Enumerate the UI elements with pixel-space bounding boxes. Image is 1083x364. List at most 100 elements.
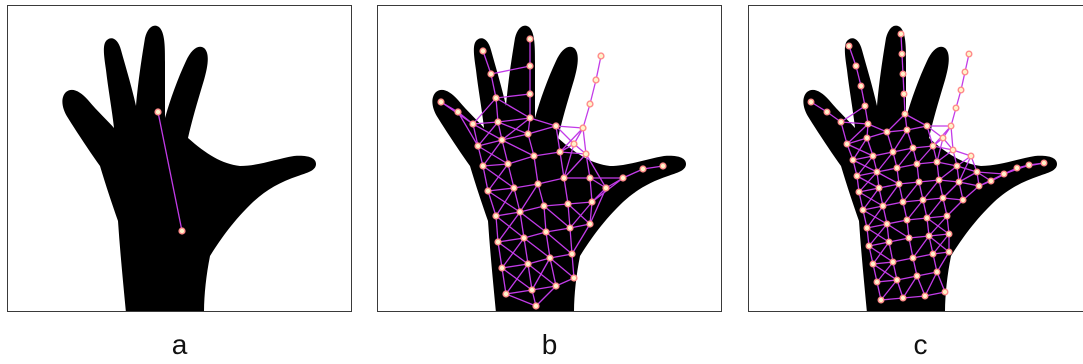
mesh-node xyxy=(910,145,916,151)
mesh-edge xyxy=(938,165,958,181)
mesh-node xyxy=(988,178,994,184)
mesh-node xyxy=(503,291,509,297)
mesh-node xyxy=(953,105,959,111)
mesh-node xyxy=(557,149,563,155)
mesh-edge xyxy=(555,125,561,153)
mesh-edge xyxy=(495,93,531,99)
mesh-node xyxy=(890,259,896,265)
mesh-edge xyxy=(932,233,950,255)
mesh-node xyxy=(838,119,844,125)
mesh-node xyxy=(900,295,906,301)
mesh-node xyxy=(930,143,936,149)
mesh-node xyxy=(934,269,940,275)
mesh-edge xyxy=(482,139,503,167)
mesh-node xyxy=(900,71,906,77)
mesh-edge xyxy=(569,201,593,229)
mesh-node xyxy=(874,169,880,175)
mesh-edge xyxy=(848,45,857,67)
mesh-node xyxy=(862,103,868,109)
mesh-edge xyxy=(916,275,926,297)
mesh-node xyxy=(1026,162,1032,168)
mesh-edge xyxy=(545,231,551,259)
panel-b xyxy=(377,5,722,312)
graph-nodes xyxy=(807,30,1048,304)
mesh-edge xyxy=(523,237,551,259)
mesh-edge xyxy=(950,125,954,151)
mesh-edge xyxy=(472,123,479,147)
mesh-edge xyxy=(622,168,644,179)
mesh-edge xyxy=(846,123,869,145)
mesh-node xyxy=(529,287,535,293)
mesh-node xyxy=(527,36,533,42)
mesh-edge xyxy=(571,223,591,255)
mesh-edge xyxy=(497,211,521,243)
mesh-node xyxy=(880,203,886,209)
mesh-edge xyxy=(501,139,509,165)
mesh-node xyxy=(488,71,494,77)
mesh-edge xyxy=(852,137,868,161)
mesh-edge xyxy=(495,97,499,123)
mesh-edge xyxy=(495,211,521,217)
mesh-edge xyxy=(523,237,529,265)
mesh-node xyxy=(587,101,593,107)
mesh-edge xyxy=(555,125,584,129)
graph-nodes xyxy=(154,108,186,235)
mesh-edge xyxy=(880,279,898,301)
mesh-node xyxy=(960,197,966,203)
mesh-edge xyxy=(519,211,525,239)
mesh-edge xyxy=(535,285,557,307)
mesh-node xyxy=(866,243,872,249)
mesh-edge xyxy=(490,65,531,75)
mesh-edge xyxy=(549,257,557,287)
mesh-edge xyxy=(555,125,575,145)
mesh-node xyxy=(553,283,559,289)
mesh-edge xyxy=(862,187,880,211)
mesh-node xyxy=(543,229,549,235)
panel-a xyxy=(7,5,352,312)
mesh-node xyxy=(846,43,852,49)
mesh-edge xyxy=(902,181,920,203)
mesh-node xyxy=(640,166,646,172)
mesh-edge xyxy=(876,151,894,173)
mesh-node xyxy=(438,99,444,105)
mesh-node xyxy=(870,261,876,267)
mesh-node xyxy=(808,99,814,105)
mesh-edge xyxy=(946,199,964,217)
mesh-node xyxy=(940,195,946,201)
panel-c xyxy=(748,5,1083,312)
mesh-node xyxy=(521,235,527,241)
mesh-node xyxy=(567,225,573,231)
mesh-node xyxy=(878,297,884,303)
mesh-edge xyxy=(876,171,900,185)
mesh-edge xyxy=(912,235,930,259)
mesh-edge xyxy=(902,275,918,299)
mesh-node xyxy=(958,87,964,93)
mesh-edge xyxy=(582,103,591,129)
mesh-node xyxy=(856,189,862,195)
mesh-node xyxy=(571,141,577,147)
mesh-edge xyxy=(567,203,571,229)
mesh-node xyxy=(505,161,511,167)
mesh-node xyxy=(902,111,908,117)
mesh-edge xyxy=(531,285,557,291)
mesh-edge xyxy=(527,263,533,291)
mesh-edge xyxy=(858,171,878,193)
mesh-node xyxy=(587,175,593,181)
mesh-node xyxy=(914,161,920,167)
mesh-node xyxy=(844,141,850,147)
mesh-edge xyxy=(501,263,529,269)
mesh-edge xyxy=(582,127,587,155)
mesh-edge xyxy=(543,205,571,229)
mesh-edge xyxy=(942,181,960,199)
mesh-node xyxy=(561,175,567,181)
mesh-edge xyxy=(533,155,539,185)
mesh-edge xyxy=(882,183,900,207)
mesh-node xyxy=(870,153,876,159)
mesh-node xyxy=(455,109,461,115)
mesh-node xyxy=(865,121,871,127)
mesh-edge xyxy=(472,97,497,125)
mesh-edge xyxy=(523,231,547,239)
mesh-edge xyxy=(501,139,535,157)
mesh-edge xyxy=(487,190,497,217)
mesh-edge xyxy=(482,165,489,192)
